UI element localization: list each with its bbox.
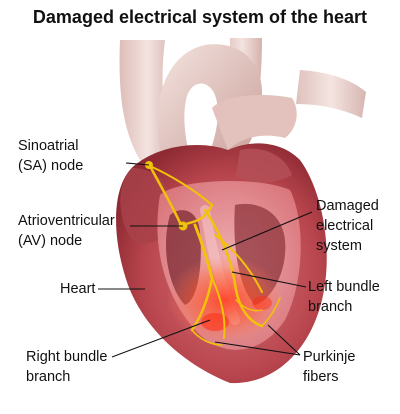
diagram-title: Damaged electrical system of the heart: [32, 7, 368, 27]
label-av-node: Atrioventricular (AV) node: [18, 213, 115, 249]
label-damaged-electrical-system: Damaged electrical system: [316, 198, 379, 254]
leader-purkinje-1: [214, 341, 301, 356]
leader-damaged-system: [221, 211, 313, 251]
label-sa-node: Sinoatrial (SA) node: [18, 138, 84, 174]
label-left-bundle-branch: Left bundle branch: [308, 279, 380, 315]
label-purkinje-fibers: Purkinje fibers: [303, 349, 356, 385]
leader-lines: [98, 162, 313, 358]
label-heart: Heart: [60, 281, 96, 297]
leader-left-bundle: [231, 271, 307, 288]
label-right-bundle-branch: Right bundle branch: [26, 349, 108, 385]
leader-sa-node: [125, 162, 150, 166]
leader-purkinje-2: [267, 324, 301, 356]
leader-right-bundle: [111, 319, 211, 358]
